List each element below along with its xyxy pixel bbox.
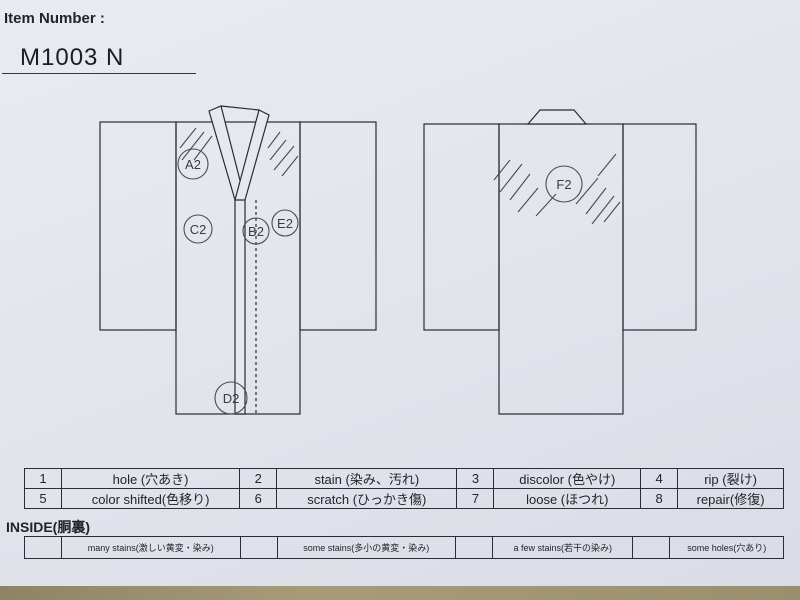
inside-item-label: some holes(穴あり) [669, 536, 784, 559]
mark-e2: E2 [277, 216, 293, 231]
legend-number: 8 [640, 488, 679, 509]
back-hatching [493, 153, 621, 225]
legend-number: 3 [456, 468, 495, 489]
back-left-sleeve [423, 123, 500, 331]
inside-item-label: some stains(多小の黄変・染み) [276, 536, 456, 559]
legend-label: discolor (色やけ) [493, 468, 642, 489]
inside-checkbox-cell [239, 536, 278, 559]
mark-a2: A2 [185, 157, 201, 172]
front-left-sleeve [99, 121, 177, 331]
front-right-sleeve [299, 121, 377, 331]
inside-section-title: INSIDE(胴裏) [6, 519, 90, 535]
kimono-diagram: A2 C2 B2 E2 D2 F2 [99, 105, 697, 415]
inside-lining-table: many stains(激しい黄変・染み) some stains(多小の黄変・… [24, 536, 784, 559]
mark-b2: B2 [248, 224, 264, 239]
mark-circle-d2 [214, 381, 248, 415]
legend-row: 5 color shifted(色移り) 6 scratch (ひっかき傷) 7… [24, 488, 784, 509]
mark-circle-c2 [183, 214, 213, 244]
legend-number: 1 [24, 468, 62, 489]
legend-number: 4 [640, 468, 679, 489]
front-kimono-outline [99, 105, 377, 415]
legend-label: rip (裂け) [677, 468, 784, 489]
mark-circle-e2 [271, 209, 299, 237]
inside-row: many stains(激しい黄変・染み) some stains(多小の黄変・… [24, 536, 784, 559]
inside-item-label: a few stains(若干の染み) [491, 536, 634, 559]
item-number-label: Item Number : [4, 10, 105, 27]
mark-circle-b2 [242, 217, 270, 245]
front-hatching-right [267, 131, 299, 177]
inside-item-label: many stains(激しい黄変・染み) [61, 536, 241, 559]
floor-edge [0, 586, 800, 600]
legend-number: 6 [239, 488, 278, 509]
back-right-sleeve [622, 123, 697, 331]
inside-checkbox-cell [632, 536, 671, 559]
legend-number: 7 [456, 488, 495, 509]
legend-label: stain (染み、汚れ) [276, 468, 458, 489]
legend-label: repair(修復) [677, 488, 784, 509]
damage-legend-table: 1 hole (穴あき) 2 stain (染み、汚れ) 3 discolor … [24, 468, 784, 509]
legend-label: loose (ほつれ) [493, 488, 642, 509]
front-hatching-left [179, 127, 213, 161]
stain-hatching [179, 127, 621, 225]
mark-c2: C2 [190, 222, 207, 237]
legend-number: 5 [24, 488, 62, 509]
back-kimono-outline [423, 109, 697, 415]
item-number-value: M1003 N [20, 44, 125, 71]
legend-row: 1 hole (穴あき) 2 stain (染み、汚れ) 3 discolor … [24, 468, 784, 489]
mark-circle-a2 [177, 148, 209, 180]
legend-label: color shifted(色移り) [60, 488, 241, 509]
inside-checkbox-cell [455, 536, 493, 559]
legend-label: scratch (ひっかき傷) [276, 488, 458, 509]
legend-number: 2 [239, 468, 278, 489]
inside-checkbox-cell [24, 536, 62, 559]
mark-d2: D2 [223, 391, 240, 406]
back-collar [526, 109, 588, 125]
mark-f2: F2 [556, 177, 571, 192]
legend-label: hole (穴あき) [60, 468, 241, 489]
mark-circle-f2 [545, 165, 583, 203]
front-collar-top [220, 105, 260, 111]
item-number-underline [2, 73, 196, 74]
front-collar-left [208, 105, 246, 415]
front-collar-right [234, 109, 270, 201]
